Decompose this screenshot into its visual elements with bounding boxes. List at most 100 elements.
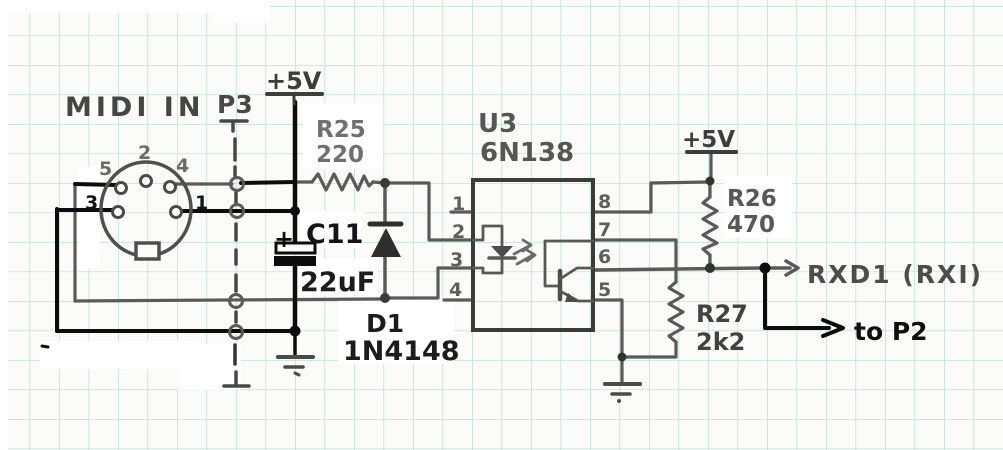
p3-pad (229, 203, 245, 219)
ground2-dot (617, 399, 621, 403)
junction-vcc-c11 (290, 206, 300, 216)
whiteout-bottom-left (40, 341, 200, 369)
c11-capacitor-symbol (274, 241, 317, 266)
transistor-emitter (558, 289, 595, 303)
u3-designator: U3 (478, 109, 517, 139)
junction-ground1 (289, 325, 301, 337)
c11-plate-bottom (274, 256, 316, 266)
transistor-emitter-arrow-icon (565, 293, 579, 302)
c11-designator: C11 (306, 219, 363, 250)
ic-pin-label-6: 6 (598, 246, 611, 268)
midi-din-connector (99, 160, 193, 261)
din-pin-label-2: 2 (138, 142, 151, 164)
d1-value: 1N4148 (343, 336, 460, 367)
vcc-left-label: +5V (266, 67, 322, 95)
to-p2-label: to P2 (854, 317, 928, 346)
ic-pin-label-1: 1 (452, 193, 465, 215)
whiteout-din-left (78, 167, 99, 269)
whiteout-top-patch (214, 0, 270, 23)
optocoupler-internals (471, 224, 595, 303)
wire-to-p2-black (763, 266, 831, 330)
p3-pad (228, 324, 244, 340)
d1-designator: D1 (366, 309, 404, 338)
light-arrow1-head-icon (521, 238, 533, 253)
junction-r26-output (705, 263, 715, 273)
ic-pin-label-3: 3 (450, 249, 463, 271)
r27-resistor-zigzag (667, 280, 685, 344)
junction-dots (289, 176, 771, 362)
whiteout-patches (0, 0, 792, 450)
vcc-right-label: +5V (682, 127, 735, 153)
whiteout-d1 (338, 300, 454, 364)
c11-plate-top (274, 241, 317, 255)
whiteout-bottom-left2 (177, 344, 241, 390)
r25-value: 220 (316, 142, 364, 168)
p3-pad (228, 293, 244, 309)
din-pin-label-3: 3 (85, 192, 98, 214)
wire-cathode-rail (73, 297, 383, 303)
d1-anode-triangle (371, 228, 401, 257)
opto-led-cathode-path (471, 256, 504, 275)
wire-rail-to-pin3 (383, 266, 475, 300)
ic-pin-label-2: 2 (452, 221, 465, 243)
ic-pin-label-5: 5 (598, 279, 611, 301)
ic-pin-label-8: 8 (598, 191, 611, 213)
ground1-tick (293, 371, 301, 377)
rxd-arrow-head-icon (784, 259, 800, 277)
r25-resistor-zigzag (310, 172, 375, 192)
opto-led-anode-path (471, 224, 504, 248)
din-pad-2 (139, 174, 153, 188)
p3-connector-symbol (219, 119, 251, 388)
din-pin-label-1: 1 (195, 192, 208, 214)
wire-pin5-to-ground (591, 298, 624, 359)
din-pin-label-4: 4 (176, 155, 189, 177)
p3-connector-label: P3 (217, 90, 253, 119)
r26-designator: R26 (727, 186, 777, 212)
c11-value: 22uF (300, 267, 375, 298)
d1-diode-symbol (367, 221, 404, 257)
opto-led-triangle-icon (491, 246, 513, 258)
whiteout-top-strip (0, 0, 236, 13)
whiteout-r25 (303, 103, 383, 169)
din-key-notch (134, 241, 161, 261)
transistor-collector (558, 266, 595, 281)
din-pin-label-5: 5 (99, 158, 112, 180)
ic-pin-label-7: 7 (598, 219, 611, 241)
r26-value: 470 (727, 212, 775, 238)
junction-ground2 (617, 352, 627, 362)
c11-polarity-plus: + (274, 225, 294, 253)
stray-mark (40, 344, 50, 349)
light-arrow2-head-icon (525, 248, 537, 263)
rxd1-output-label: RXD1 (RXI) (807, 260, 983, 289)
r26-resistor-zigzag (701, 195, 719, 257)
p3-pad (229, 176, 245, 192)
light-arrow2-shaft (515, 253, 535, 266)
r25-designator: R25 (316, 117, 366, 143)
wire-pin7-to-r27 (591, 238, 678, 284)
ic-pin-label-4: 4 (449, 279, 462, 301)
r27-designator: R27 (696, 300, 748, 328)
u3-ic-body (471, 178, 595, 332)
transistor-base-path (543, 239, 595, 288)
junction-vcc-right (705, 176, 715, 186)
whiteout-left-margin (0, 0, 8, 450)
din-pad-4 (163, 180, 177, 194)
midi-in-label: MIDI IN (65, 92, 204, 123)
to-p2-arrow-head-icon (821, 318, 845, 338)
ground-symbols (276, 355, 642, 403)
wire-pin8-to-vcc (591, 180, 710, 214)
junction-d1-bottom (380, 293, 390, 303)
din-pad-1 (169, 205, 183, 219)
din-pad-3 (111, 205, 125, 219)
u3-value: 6N138 (480, 138, 574, 168)
wire-anode-to-pin2 (383, 181, 475, 242)
wire-din5-black (73, 182, 118, 187)
r27-bottom-lead (623, 340, 678, 359)
wire-p3-to-r25-black (239, 180, 297, 185)
whiteout-r26 (724, 176, 792, 238)
junction-rxd-tap (759, 262, 771, 274)
junction-d1-top (380, 178, 390, 188)
din-pad-5 (114, 181, 128, 195)
